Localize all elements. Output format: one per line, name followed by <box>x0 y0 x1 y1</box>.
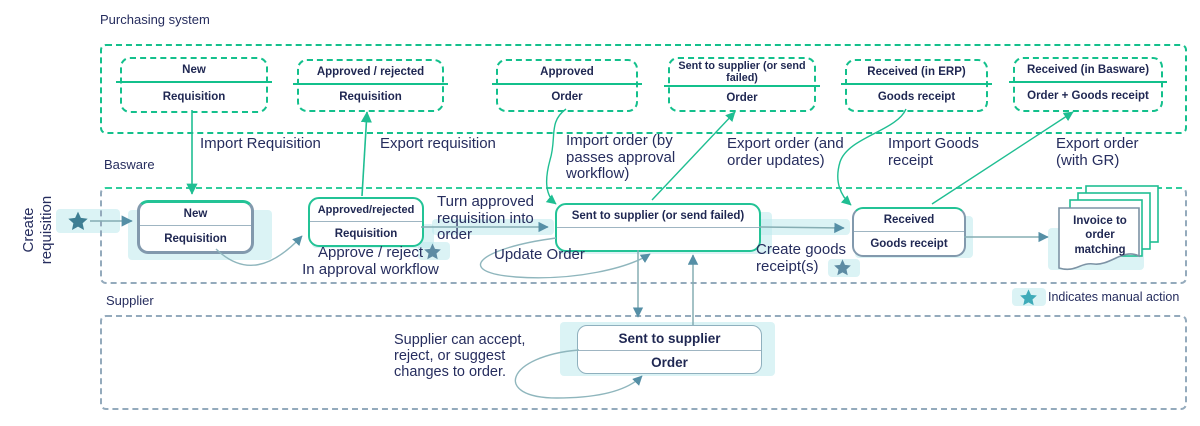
label-import-goods-receipt: Import Goods receipt <box>888 135 979 169</box>
basware-box-received-goods-receipt: Received Goods receipt <box>852 207 966 257</box>
lane-basware <box>100 187 1187 284</box>
box-subtitle: Goods receipt <box>877 91 956 104</box>
label-turn-approved: Turn approved requisition into order <box>437 193 535 243</box>
basware-box-sent-to-supplier: Sent to supplier (or send failed) <box>555 203 761 252</box>
lane-supplier <box>100 315 1187 410</box>
box-subtitle: Requisition <box>162 90 226 103</box>
purchasing-box-received-erp: Received (in ERP) Goods receipt <box>841 59 992 112</box>
box-subtitle: Requisition <box>334 227 398 240</box>
box-divider <box>492 83 642 85</box>
box-divider <box>116 81 272 83</box>
box-divider <box>140 225 251 226</box>
box-divider <box>578 350 761 351</box>
label-export-order: Export order (and order updates) <box>727 135 844 169</box>
purchasing-box-approved-rejected-requisition: Approved / rejected Requisition <box>293 59 448 112</box>
purchasing-box-new-requisition: New Requisition <box>116 57 272 113</box>
box-divider <box>293 83 448 85</box>
box-divider <box>557 227 759 228</box>
lane-label-purchasing: Purchasing system <box>100 12 210 27</box>
label-export-requisition: Export requisition <box>380 135 496 152</box>
box-title: Approved <box>540 65 594 78</box>
label-import-requisition: Import Requisition <box>200 135 321 152</box>
box-divider <box>664 85 820 88</box>
supplier-box-sent-to-supplier-order: Sent to supplier Order <box>577 325 762 374</box>
box-subtitle: Order + Goods receipt <box>1027 90 1149 103</box>
box-title: Received <box>883 214 935 226</box>
purchasing-box-received-basware: Received (in Basware) Order + Goods rece… <box>1009 57 1167 112</box>
box-divider <box>854 231 964 232</box>
label-supplier-note: Supplier can accept, reject, or suggest … <box>394 332 526 380</box>
lane-label-basware: Basware <box>104 157 155 172</box>
box-title: Received (in ERP) <box>867 65 966 78</box>
purchasing-box-sent-to-supplier-order: Sent to supplier (or send failed) Order <box>664 57 820 112</box>
lane-label-supplier: Supplier <box>106 293 154 308</box>
box-title: Approved/rejected <box>317 204 415 216</box>
box-title: Sent to supplier (or send failed) <box>678 60 806 85</box>
box-subtitle: Order <box>726 92 758 105</box>
box-title: Sent to supplier <box>618 330 721 346</box>
box-title: New <box>183 208 208 220</box>
label-create-goods: Create goods receipt(s) <box>756 241 847 275</box>
highlight <box>1012 288 1046 306</box>
box-subtitle: Order <box>651 354 688 370</box>
box-title: New <box>182 63 206 76</box>
basware-box-new-requisition: New Requisition <box>137 200 254 254</box>
purchasing-box-approved-order: Approved Order <box>492 59 642 112</box>
label-invoice-to-order-matching: Invoice to order matching <box>1073 215 1127 256</box>
basware-box-approved-rejected-requisition: Approved/rejected Requisition <box>308 197 424 247</box>
box-subtitle <box>557 228 759 250</box>
label-update-order: Update Order <box>494 246 585 263</box>
label-import-order: Import order (by passes approval workflo… <box>566 132 676 182</box>
label-export-order-gr: Export order (with GR) <box>1056 135 1139 169</box>
box-subtitle: Requisition <box>164 232 227 245</box>
lane-purchasing-system <box>100 44 1187 134</box>
side-label-create-requisition: Create requisition <box>20 195 55 265</box>
box-divider <box>1009 81 1167 83</box>
box-subtitle: Order <box>551 91 583 104</box>
box-divider <box>841 83 992 85</box>
box-divider <box>310 221 422 222</box>
box-title: Approved / rejected <box>316 65 425 78</box>
box-subtitle: Requisition <box>339 91 402 104</box>
box-subtitle: Goods receipt <box>870 237 948 250</box>
legend-label: Indicates manual action <box>1048 290 1180 304</box>
box-title: Received (in Basware) <box>1026 63 1150 76</box>
box-title: Sent to supplier (or send failed) <box>571 210 745 222</box>
label-approve-reject: Approve / reject In approval workflow <box>302 244 439 278</box>
